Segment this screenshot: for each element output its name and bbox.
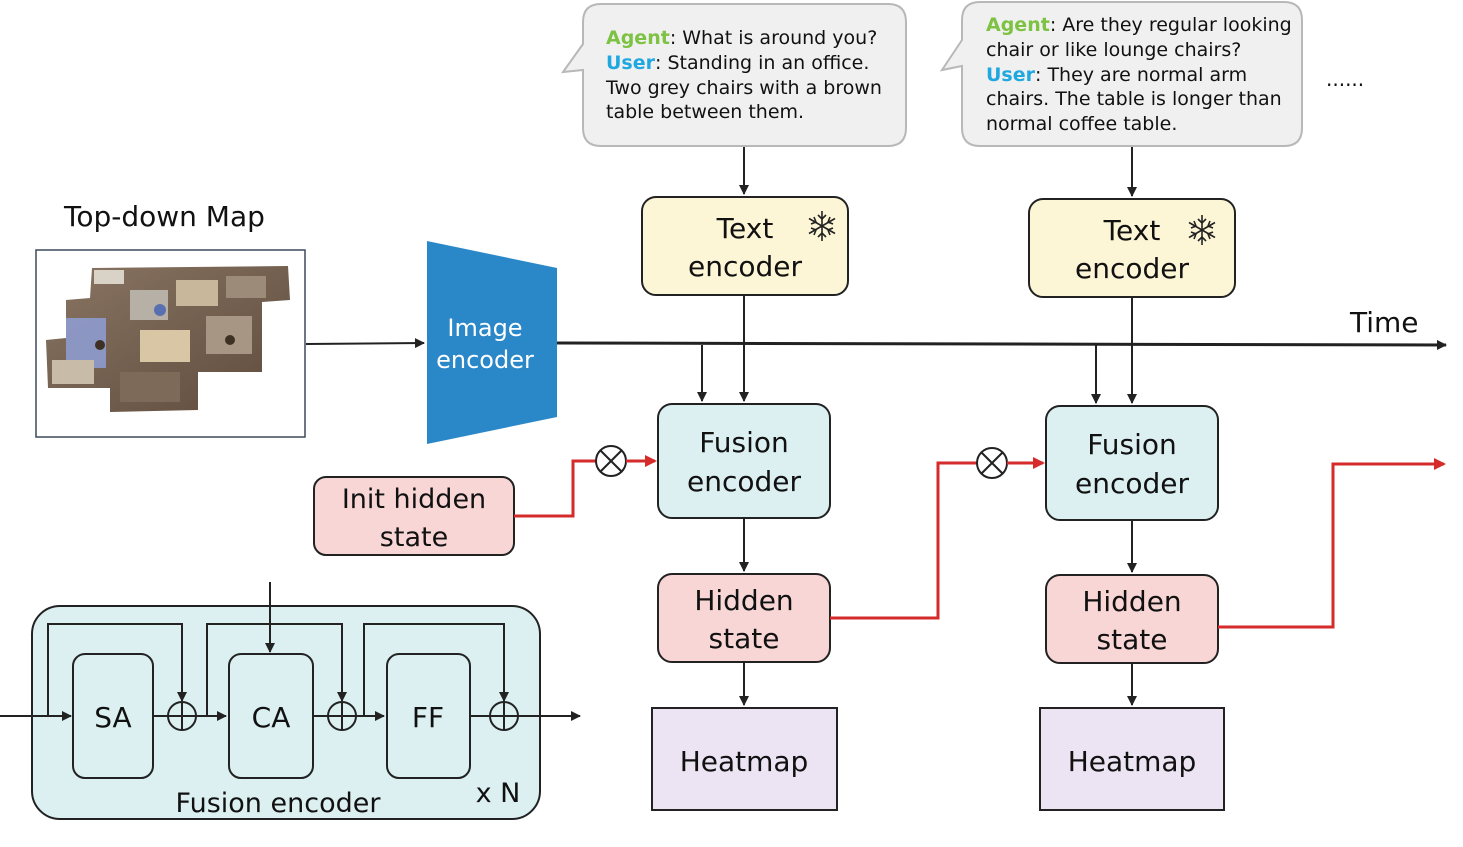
heatmap-1: Heatmap <box>651 707 838 811</box>
fusion-encoder-detail: SA CA FF Fusion encoder x N <box>0 582 581 820</box>
dialogue-bubble-2: Agent: Are they regular looking chair or… <box>939 1 1303 147</box>
time-axis-arrow <box>556 339 1447 350</box>
fusion-detail-title: Fusion encoder <box>176 788 382 819</box>
repeat-label: x N <box>476 778 521 809</box>
multiply-icon <box>595 445 627 477</box>
ca-label: CA <box>252 701 291 734</box>
text-encoder-label: Text <box>1103 214 1161 247</box>
hidden-state-label: state <box>709 622 780 655</box>
hidden-state-1: Hidden state <box>657 573 831 663</box>
image-encoder-label: encoder <box>436 346 534 374</box>
fusion-encoder-label: encoder <box>1075 467 1189 500</box>
recurrent-arrow <box>830 461 977 620</box>
recurrent-arrow <box>1218 458 1446 629</box>
dialogue-1-user-line: User: Standing in an office. <box>606 52 869 74</box>
image-encoder-label: Image <box>447 314 522 342</box>
ff-block <box>386 653 471 779</box>
fusion-encoder-label: Fusion <box>1087 428 1177 461</box>
init-hidden-state: Init hidden state <box>313 476 515 556</box>
add-icon <box>489 701 519 731</box>
dialogue-2-text-line: normal coffee table. <box>986 113 1177 135</box>
dialogue-bubble-1: Agent: What is around you? User: Standin… <box>560 3 907 147</box>
image-encoder: Image encoder <box>427 241 557 444</box>
heatmap-2: Heatmap <box>1039 707 1225 811</box>
map-title: Top-down Map <box>63 200 265 233</box>
hidden-state-2: Hidden state <box>1045 574 1219 664</box>
init-hidden-label: state <box>380 522 448 553</box>
hidden-state-label: state <box>1097 623 1168 656</box>
dialogue-2-text-line: chairs. The table is longer than <box>986 88 1282 110</box>
dialogue-1-text-line: Two grey chairs with a brown <box>605 77 882 99</box>
add-icon <box>167 701 197 731</box>
top-down-map-image <box>35 249 306 438</box>
fusion-encoder-label: Fusion <box>699 426 789 459</box>
add-icon <box>327 701 357 731</box>
text-encoder-1: Text encoder <box>641 196 849 296</box>
fusion-encoder-label: encoder <box>687 465 801 498</box>
recurrent-arrow <box>514 459 596 518</box>
heatmap-label: Heatmap <box>680 745 809 778</box>
sa-label: SA <box>94 701 131 734</box>
time-label: Time <box>1349 306 1419 339</box>
dialogue-2-user-line: User: They are normal arm <box>986 64 1247 86</box>
ellipsis: ...... <box>1326 67 1364 91</box>
text-encoder-label: Text <box>716 212 774 245</box>
fusion-encoder-1: Fusion encoder <box>657 403 831 519</box>
text-encoder-label: encoder <box>1075 252 1189 285</box>
snowflake-icon <box>1188 215 1216 245</box>
map-to-encoder-arrow <box>305 338 425 349</box>
init-hidden-label: Init hidden <box>342 484 486 515</box>
dialogue-2-agent-line: Agent: Are they regular looking <box>986 14 1292 36</box>
ca-block <box>228 653 314 779</box>
hidden-state-label: Hidden <box>1082 585 1181 618</box>
dialogue-1-agent-line: Agent: What is around you? <box>606 27 877 49</box>
ff-label: FF <box>412 701 444 734</box>
hidden-state-label: Hidden <box>694 584 793 617</box>
heatmap-label: Heatmap <box>1068 745 1197 778</box>
snowflake-icon <box>808 211 836 241</box>
dialogue-1-text-line: table between them. <box>606 101 804 123</box>
text-encoder-2: Text encoder <box>1028 198 1236 298</box>
multiply-icon <box>976 447 1008 479</box>
fusion-encoder-2: Fusion encoder <box>1045 405 1219 521</box>
text-encoder-label: encoder <box>688 250 802 283</box>
sa-block <box>72 653 154 779</box>
dialogue-2-text-line: chair or like lounge chairs? <box>986 39 1241 61</box>
